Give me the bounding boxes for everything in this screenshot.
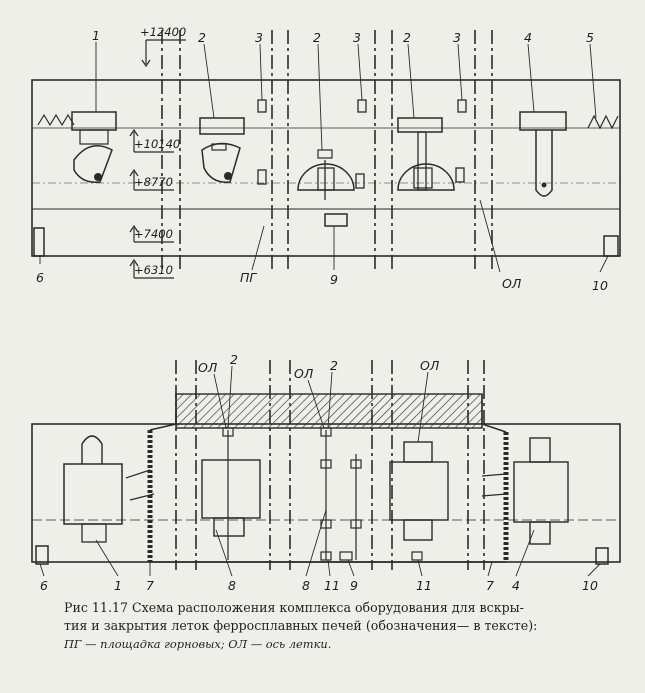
label-10: 10: [592, 278, 608, 293]
plan-block-10: [595, 547, 609, 565]
plan-machine-1: [63, 435, 123, 543]
plan-posts: [175, 360, 485, 570]
plan-label-1: 1: [114, 578, 122, 593]
caption-line-2: тия и закрытия леток ферросплавных печей…: [64, 618, 538, 633]
label-2c: 2: [403, 30, 411, 45]
elevation-6310: +6310: [134, 263, 173, 277]
plan-label-10: 10: [582, 578, 598, 593]
machine-2-right: [397, 117, 455, 191]
label-9: 9: [330, 272, 338, 287]
label-ol-top: ОЛ: [502, 276, 522, 291]
plan-machines-inner: [201, 437, 569, 545]
leader-lines-plan: [39, 365, 601, 577]
plan-block-6: [35, 545, 49, 565]
label-5: 5: [586, 30, 594, 45]
plan-label-ol-3: ОЛ: [420, 358, 440, 373]
machine-4: [519, 111, 567, 197]
caption-line-3: ПГ — площадка горновых; ОЛ — ось летки.: [64, 637, 332, 651]
plan-label-ol-2: ОЛ: [294, 366, 314, 381]
block-10: [603, 235, 619, 257]
elevation-markers: [129, 39, 186, 279]
plan-label-9: 9: [350, 578, 358, 593]
vertical-posts: [161, 30, 493, 272]
plan-label-11b: 11: [416, 578, 432, 593]
block-6: [33, 227, 45, 257]
caption-line-1: Рис 11.17 Схема расположения комплекса о…: [64, 600, 524, 615]
machine-2-left: [199, 117, 245, 183]
enclosure-walls: [147, 430, 509, 562]
label-4: 4: [524, 30, 532, 45]
block-9: [324, 213, 348, 227]
leader-lines-top: [39, 42, 609, 273]
plan-label-8a: 8: [228, 578, 236, 593]
plan-label-8b: 8: [302, 578, 310, 593]
plan-label-11a: 11: [324, 578, 340, 593]
elevation-7400: +7400: [134, 227, 173, 241]
spring-right: [587, 114, 619, 130]
label-2b: 2: [313, 30, 321, 45]
plan-arrows: [125, 469, 507, 501]
label-3a: 3: [255, 30, 263, 45]
figure-caption: Рис 11.17 Схема расположения комплекса о…: [64, 599, 634, 653]
plan-label-2b: 2: [330, 358, 338, 373]
label-3c: 3: [453, 30, 461, 45]
label-pg: ПГ: [240, 270, 257, 285]
machine-1: [71, 111, 117, 183]
label-6: 6: [36, 270, 44, 285]
label-3b: 3: [353, 30, 361, 45]
plan-view: ОЛ 2 ОЛ 2 ОЛ 6 1 7 8 8 11 9 11 7 4 10: [31, 352, 621, 593]
outer-frame: [31, 79, 621, 257]
plan-label-6: 6: [40, 578, 48, 593]
plan-label-ol-1: ОЛ: [198, 360, 218, 375]
plan-label-2a: 2: [230, 352, 238, 367]
elevation-12400: +12400: [140, 25, 186, 39]
label-2a: 2: [198, 30, 206, 45]
machine-2-middle: [297, 149, 355, 200]
elevation-8770: +8770: [134, 175, 173, 189]
elevation-10140: +10140: [134, 137, 180, 151]
plan-label-4: 4: [512, 578, 520, 593]
elevation-view: +12400 +10140 +8770 +7400 +6310 1 2 3 2 …: [31, 25, 621, 293]
components-3: [257, 99, 467, 189]
plan-label-7a: 7: [146, 578, 154, 593]
plan-label-7b: 7: [486, 578, 494, 593]
spring-left: [37, 113, 75, 127]
figure-drawing: +12400 +10140 +8770 +7400 +6310 1 2 3 2 …: [31, 25, 621, 593]
label-1: 1: [92, 28, 100, 43]
plan-rods: [222, 427, 423, 561]
